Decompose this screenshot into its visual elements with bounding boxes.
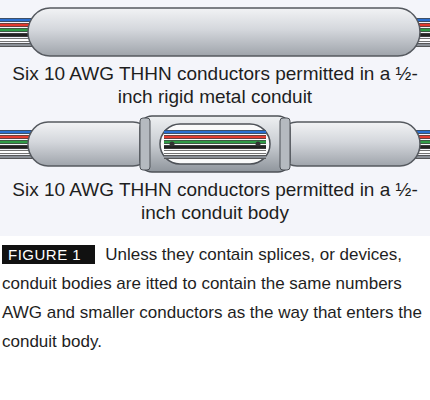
- body-opening: [160, 124, 270, 164]
- description-label: Six 10 AWG THHN conductors permitted in …: [5, 62, 425, 108]
- wire-outline: [164, 135, 266, 139]
- wire-outline: [164, 145, 266, 149]
- wire: [164, 136, 266, 139]
- hub-left: [140, 118, 150, 170]
- conductor-bundle: [164, 132, 266, 157]
- wire: [164, 146, 266, 149]
- wire-outline: [164, 155, 266, 159]
- wire: [164, 156, 266, 159]
- conduit-left: [28, 122, 153, 166]
- background-panel: [0, 0, 430, 236]
- wire: [164, 131, 266, 134]
- screw: [256, 142, 261, 147]
- caption-block: FIGURE 1Unless they contain splices, or …: [2, 240, 426, 356]
- conduit-right: [277, 122, 420, 166]
- wire: [164, 141, 266, 144]
- wire-outline: [164, 140, 266, 144]
- conduit-body: [140, 116, 290, 172]
- hub-right: [280, 118, 290, 170]
- rigid-metal-conduit: [28, 8, 420, 56]
- figure-number: FIGURE 1: [2, 245, 95, 264]
- wire-outline: [164, 130, 266, 134]
- description-label: Six 10 AWG THHN conductors permitted in …: [5, 178, 425, 224]
- screw: [170, 142, 175, 147]
- wire: [164, 151, 266, 154]
- wire-outline: [164, 150, 266, 154]
